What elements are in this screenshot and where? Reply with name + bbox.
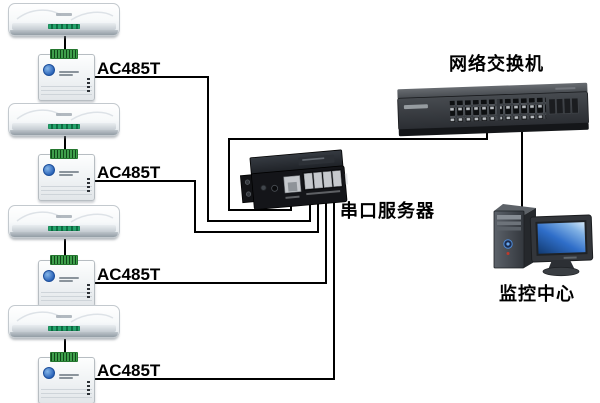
- adapter-leds: [87, 381, 90, 397]
- adapter-nameplate: [59, 70, 79, 79]
- ac-outlet-band: [12, 23, 116, 30]
- adapter-leds: [87, 284, 90, 300]
- air-conditioner-4: [8, 305, 120, 338]
- adapter-nameplate: [59, 373, 79, 382]
- ac-outlet-band: [12, 325, 116, 332]
- wire-adapter-3-to-serial-server: [92, 195, 327, 284]
- air-conditioner-3: [8, 205, 120, 238]
- monitoring-center-label: 监控中心: [499, 284, 575, 304]
- terminal-block: [50, 255, 78, 265]
- adapter-label-3: AC485T: [97, 265, 161, 284]
- adapter-grooves: [41, 183, 92, 196]
- ac-outlet-band: [12, 225, 116, 232]
- adapter-ac485t-1: [38, 49, 95, 101]
- serial-server-label: 串口服务器: [340, 201, 435, 221]
- ac-led-display: [48, 24, 80, 29]
- ac-outlet-band: [12, 123, 116, 130]
- terminal-block: [50, 49, 78, 59]
- wire-adapter-2-to-serial-server: [92, 180, 319, 233]
- adapter-ac485t-4: [38, 352, 95, 403]
- adapter-label-4: AC485T: [97, 361, 161, 380]
- adapter-logo-icon: [43, 64, 55, 76]
- adapter-logo-icon: [43, 367, 55, 379]
- adapter-grooves: [41, 83, 92, 96]
- adapter-ac485t-2: [38, 149, 95, 201]
- air-conditioner-1: [8, 3, 120, 36]
- ac-led-display: [48, 226, 80, 231]
- terminal-block: [50, 149, 78, 159]
- air-conditioner-2: [8, 103, 120, 136]
- adapter-logo-icon: [43, 164, 55, 176]
- ac-vent: [10, 232, 118, 237]
- ac-led-display: [48, 326, 80, 331]
- adapter-nameplate: [59, 276, 79, 285]
- ac-brand-logo: [56, 315, 72, 318]
- adapter-ac485t-3: [38, 255, 95, 307]
- ac-led-display: [48, 124, 80, 129]
- adapter-nameplate: [59, 170, 79, 179]
- adapter-label-2: AC485T: [97, 163, 161, 182]
- adapter-grooves: [41, 289, 92, 302]
- adapter-grooves: [41, 386, 92, 399]
- ac-brand-logo: [56, 113, 72, 116]
- adapter-logo-icon: [43, 270, 55, 282]
- ac-vent: [10, 332, 118, 337]
- adapter-leds: [87, 178, 90, 194]
- wire-adapter-1-to-serial-server: [92, 76, 311, 222]
- adapter-label-1: AC485T: [97, 59, 161, 78]
- ac-vent: [10, 30, 118, 35]
- ac-brand-logo: [56, 215, 72, 218]
- ac-brand-logo: [56, 13, 72, 16]
- wire-adapter-4-to-serial-server: [94, 193, 335, 380]
- ac-vent: [10, 130, 118, 135]
- network-switch-label: 网络交换机: [449, 54, 544, 74]
- adapter-leds: [87, 78, 90, 94]
- terminal-block: [50, 352, 78, 362]
